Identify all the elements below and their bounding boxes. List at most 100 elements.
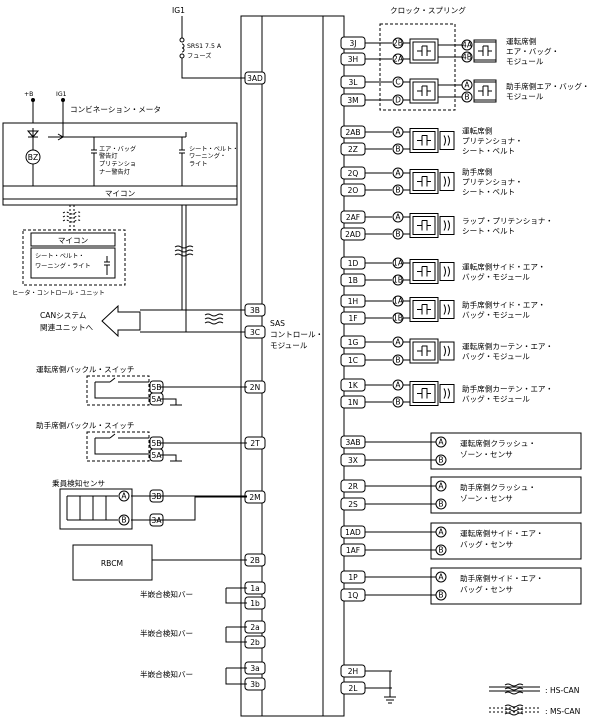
- device-4-label-1: シート・ベルト: [462, 227, 515, 236]
- sas-left-pin-9: 2a: [250, 623, 259, 632]
- driver-buckle-switch: [86, 375, 247, 406]
- sas-right-pin-13: 1F: [348, 314, 357, 323]
- sas-right-pin-18: 3AB: [345, 438, 360, 447]
- meter-lamp2-b: ワーニング・: [189, 152, 226, 160]
- device-2-label-1: プリテンショナ・: [462, 137, 523, 146]
- sensor-2-label-1: バッグ・センサ: [460, 539, 513, 549]
- sas-right-pin-5: 2Z: [348, 145, 358, 154]
- device-2-pin-b: B: [395, 145, 400, 154]
- sensor-1-pin-b: B: [438, 500, 443, 509]
- sas-right-pin-24: 1P: [348, 573, 358, 582]
- sas-right-pin-21: 2S: [348, 500, 358, 509]
- sas-control-module: [240, 15, 345, 717]
- combination-meter: [2, 98, 238, 206]
- heater-micom: マイコン: [58, 236, 88, 245]
- buckle-pin-1: 5A: [152, 395, 163, 404]
- rbcm-label: RBCM: [101, 559, 123, 568]
- fuse-label-2: フューズ: [187, 52, 211, 60]
- sas-right-pin-11: 1B: [348, 276, 358, 285]
- device-8-pin-b: B: [395, 398, 400, 407]
- device-7-pin-a: A: [395, 338, 401, 347]
- sas-left-pin-1: 3B: [250, 306, 260, 315]
- sas-right-pin-6: 2Q: [348, 169, 359, 178]
- device-3-pin-b: B: [395, 186, 400, 195]
- ig1-meter-label: IG1: [56, 91, 67, 98]
- device-1-pin-a: C: [395, 78, 400, 87]
- sas-right-pin-12: 1H: [348, 297, 358, 306]
- passenger-buckle-label: 助手席側バックル・スイッチ: [36, 420, 135, 430]
- sas-right-pin-23: 1AF: [346, 546, 360, 555]
- half-fit-3: 半嵌合検知バー: [140, 669, 193, 679]
- sas-left-pin-6: 2B: [250, 556, 260, 565]
- sensor-1-pin-a: A: [438, 482, 444, 491]
- device-1-label-1: モジュール: [506, 92, 544, 101]
- half-fit-1: 半嵌合検知バー: [140, 589, 193, 599]
- batt-label: +B: [24, 91, 33, 98]
- sas-right-pin-4: 2AB: [345, 128, 360, 137]
- passenger-buckle-switch: [86, 431, 247, 462]
- device-3-label-0: 助手席側: [462, 167, 493, 177]
- heater-lamp-a: シート・ベルト・: [35, 253, 85, 260]
- bz-label: BZ: [28, 153, 38, 162]
- device-5-label-0: 運転席側サイド・エア・: [462, 262, 546, 272]
- device-2-label-2: シート・ベルト: [462, 147, 515, 156]
- device-0-pin-b: 2A: [393, 55, 404, 64]
- device-5-pin-b: 1B: [393, 276, 403, 285]
- device-0-pin2-a: 4A: [462, 41, 473, 50]
- clock-spring-label: クロック・スプリング: [390, 5, 466, 15]
- ig1-top-label: IG1: [172, 6, 185, 15]
- device-6-pin-b: 1B: [393, 314, 403, 323]
- buckle-pin-0: 5B: [152, 383, 162, 392]
- can-label-1: CANシステム: [40, 311, 87, 320]
- sas-left-pin-2-box: [244, 325, 266, 339]
- sensor-0-pin-b: B: [438, 456, 443, 465]
- legend-ms: : MS-CAN: [545, 707, 580, 716]
- sas-right-pin-10: 1D: [348, 259, 359, 268]
- sensor-3-pin-a: A: [438, 573, 444, 582]
- device-8-label-0: 助手席側カーテン・エア・: [462, 384, 553, 394]
- sas-right-pin-16: 1K: [348, 381, 359, 390]
- can-label-2: 関連ユニットへ: [40, 322, 94, 332]
- legend-hs: : HS-CAN: [545, 686, 579, 695]
- occupant-sensor: [59, 488, 247, 530]
- sas-right-pin-20: 2R: [348, 482, 358, 491]
- buckle-pin-3: 5A: [152, 451, 163, 460]
- sas-left-pins: 3AD3B3C2N2T2M2B1a1b2a2b3a3b5B5A5B5AAB3B3…: [118, 71, 266, 691]
- half-fit-bars: [225, 587, 247, 685]
- device-1-pin2-b: B: [464, 93, 469, 102]
- meter-title: コンビネーション・メータ: [70, 105, 161, 114]
- meter-lamp2-a: シート・ベルト・: [189, 146, 239, 153]
- ms-can-link: [62, 205, 82, 230]
- sas-left-pin-1-box: [244, 303, 266, 317]
- half-fit-2: 半嵌合検知バー: [140, 628, 193, 638]
- sas-left-pin-11: 3a: [250, 664, 259, 673]
- device-8-pin-a: A: [395, 381, 401, 390]
- sas-right-pin-26: 2H: [348, 667, 358, 676]
- sensor-2-label-0: 運転席側サイド・エア・: [460, 528, 544, 538]
- sas-right-pin-0: 3J: [350, 39, 357, 48]
- sas-right-pin-19: 3X: [348, 456, 358, 465]
- sas-right-pin-9: 2AD: [345, 230, 361, 239]
- device-6-label-1: バッグ・モジュール: [462, 310, 530, 320]
- sas-right-pins: 3J3H3L3M2AB2Z2Q2O2AF2AD1D1B1H1F1G1C1K1N3…: [340, 36, 392, 695]
- device-1-label-0: 助手席側エア・バッグ・: [506, 81, 590, 91]
- sas-right-pin-27: 2L: [349, 684, 359, 693]
- meter-lamp1-a: エア・バッグ: [99, 145, 136, 153]
- hs-can-bus: [140, 205, 247, 333]
- device-7-pin-b: B: [395, 356, 400, 365]
- sas-right-pin-25: 1Q: [348, 591, 359, 600]
- sas-left-pin-4: 2T: [250, 439, 260, 448]
- sas-right-pin-7: 2O: [348, 186, 359, 195]
- device-0-pin-a: 2B: [393, 39, 403, 48]
- device-0-pin2-b: 4B: [462, 53, 472, 62]
- sas-left-pin-5: 2M: [249, 493, 260, 502]
- sas-right-pin-8: 2AF: [346, 213, 360, 222]
- sensor-2-pin-b: B: [438, 546, 443, 555]
- sensor-1-label-0: 助手席側クラッシュ・: [460, 482, 536, 492]
- legend: [489, 683, 540, 716]
- device-2-label-0: 運転席側: [462, 126, 493, 136]
- sas-left-pin-2: 3C: [250, 328, 260, 337]
- sas-left-pin-7: 1a: [250, 584, 259, 593]
- occupant-pin-in-b: B: [121, 516, 126, 525]
- heater-lamp-b: ワーニング・ライト: [35, 262, 91, 270]
